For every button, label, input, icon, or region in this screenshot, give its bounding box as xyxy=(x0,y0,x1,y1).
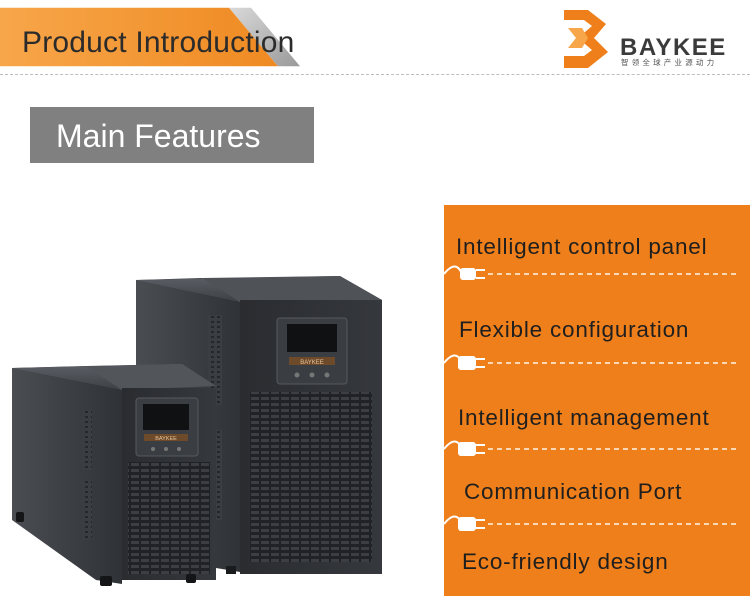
plug-connector-1 xyxy=(444,265,740,280)
header: Product Introduction xyxy=(0,0,750,74)
features-panel xyxy=(444,205,750,596)
feature-flexible-configuration: Flexible configuration xyxy=(459,317,690,342)
section-title: Main Features xyxy=(56,118,261,154)
page-title: Product Introduction xyxy=(22,26,295,59)
header-divider xyxy=(0,74,750,75)
ups-large-unit: BAYKEE xyxy=(136,276,382,574)
feature-intelligent-management: Intelligent management xyxy=(458,405,710,430)
section-badge xyxy=(30,107,314,163)
plug-connector-2 xyxy=(444,354,740,370)
feature-communication-port: Communication Port xyxy=(464,479,683,504)
plug-connector-3 xyxy=(444,440,740,456)
brand-name: BAYKEE xyxy=(620,34,727,61)
feature-intelligent-control-panel: Intelligent control panel xyxy=(456,234,708,259)
baykee-logo-icon xyxy=(564,10,608,68)
feature-eco-friendly-design: Eco-friendly design xyxy=(462,549,669,574)
brand-tagline: 智领全球产业源动力 xyxy=(621,58,718,67)
ups-small-unit: BAYKEE xyxy=(12,364,216,586)
panel-brand-small: BAYKEE xyxy=(155,436,177,442)
panel-brand-large: BAYKEE xyxy=(300,360,324,366)
header-tab-shape xyxy=(0,7,300,67)
ups-product-image: BAYKEE BAYKEE xyxy=(12,276,382,586)
brand-logo xyxy=(558,8,748,70)
plug-connector-4 xyxy=(444,515,740,531)
